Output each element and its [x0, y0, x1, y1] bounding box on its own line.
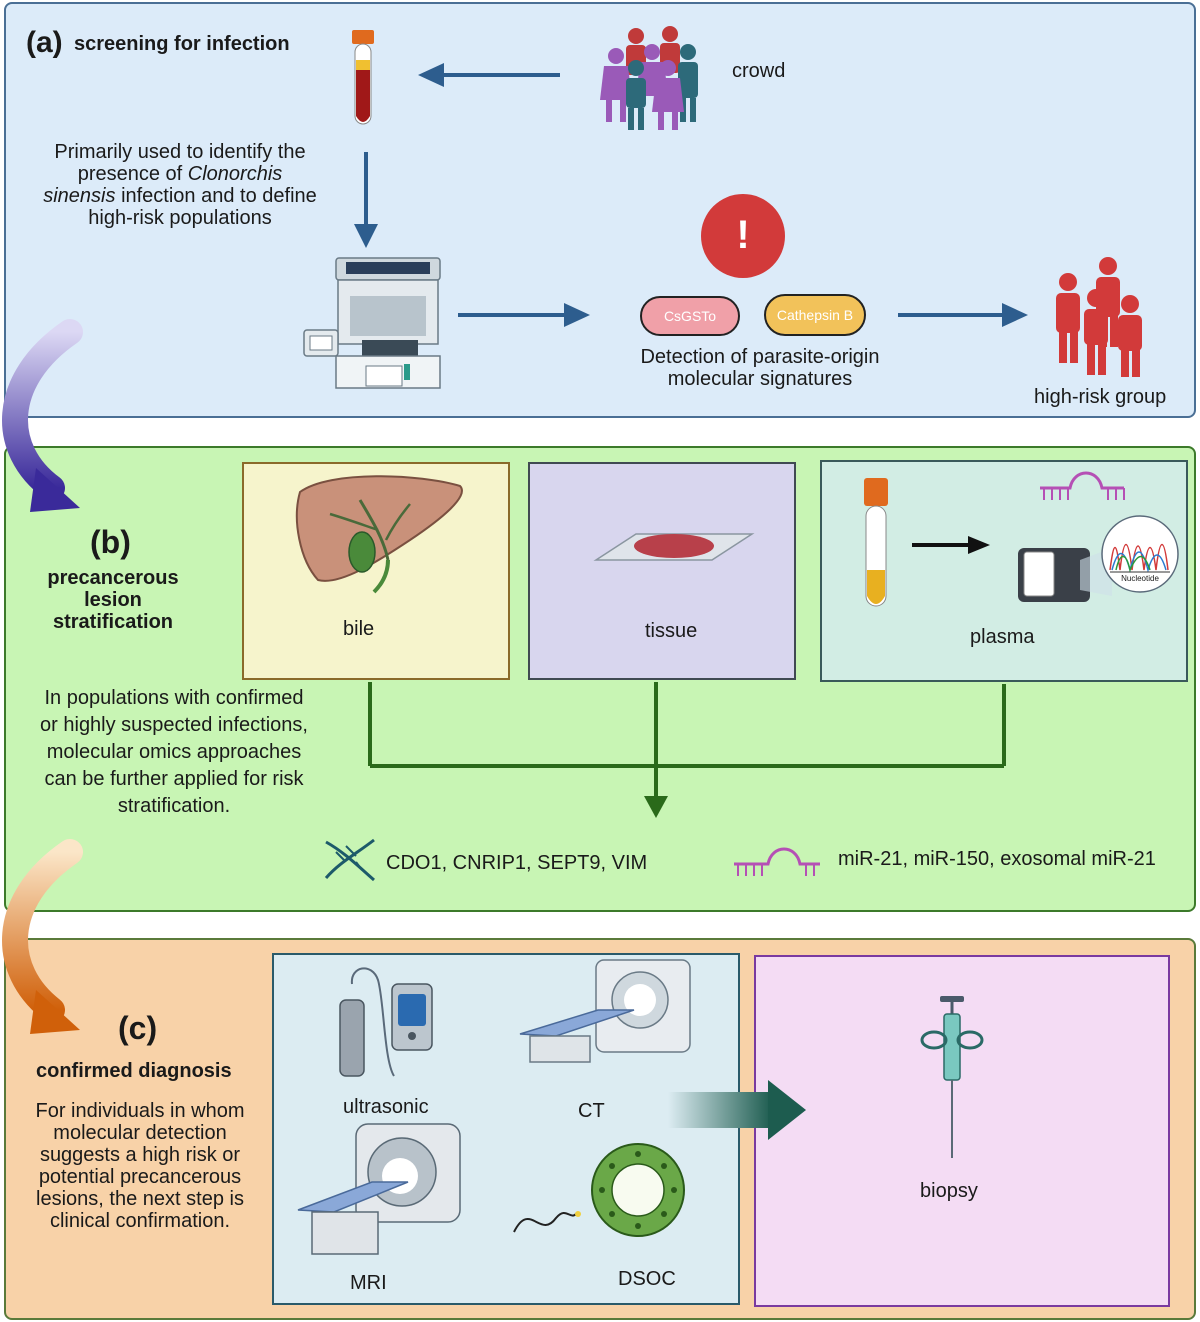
- marker-cathepsin-b: Cathepsin B: [764, 294, 866, 336]
- desc-a-line4: high-risk populations: [88, 207, 272, 229]
- biopsy-box: [754, 955, 1170, 1307]
- panel-b-description: In populations with confirmed or highly …: [14, 685, 334, 820]
- mirna-icon-plasma: [1040, 471, 1125, 500]
- bile-label: bile: [343, 618, 375, 640]
- plasma-label: plasma: [970, 626, 1035, 648]
- sequencer-chart-label: Nucleotide: [1121, 574, 1159, 583]
- dsoc-icon: [513, 1143, 685, 1237]
- panel-a-title: screening for infection: [74, 33, 290, 55]
- blood-tube-icon: [352, 30, 374, 125]
- panel-b-label: (b): [90, 524, 131, 560]
- desc-a-line2: presence of: [77, 163, 183, 185]
- ct-label: CT: [578, 1100, 605, 1122]
- arrow-markers-to-highrisk: [898, 303, 1028, 327]
- crowd-label: crowd: [732, 60, 786, 82]
- desc-b-line5: stratification.: [117, 795, 231, 817]
- analyzer-machine-icon: [303, 257, 441, 389]
- biopsy-label: biopsy: [920, 1180, 978, 1202]
- dna-markers-label: CDO1, CNRIP1, SEPT9, VIM: [386, 852, 648, 874]
- desc-c-line5: lesions, the next step is: [36, 1188, 244, 1210]
- panel-a-description: Primarily used to identify the presence …: [30, 141, 330, 229]
- detection-caption: Detection of parasite-origin molecular s…: [600, 346, 920, 390]
- merge-arrowhead: [644, 796, 668, 818]
- dna-icon: [324, 838, 375, 882]
- transition-arrow-b-to-c: [2, 839, 83, 1034]
- panel-c-title: confirmed diagnosis: [36, 1060, 232, 1082]
- panel-c-label: (c): [118, 1010, 158, 1046]
- desc-c-line4: potential precancerous: [38, 1166, 242, 1188]
- marker-csgsto: CsGSTo: [640, 296, 740, 336]
- panel-b-title: precancerous lesion stratification: [20, 567, 206, 633]
- panel-b-title-1: precancerous: [47, 567, 179, 589]
- biopsy-needle-icon: [920, 996, 984, 1158]
- desc-a-line3: infection and to define: [121, 185, 317, 207]
- transition-arrow-a-to-b: [2, 319, 83, 512]
- arrow-analyzer-to-markers: [458, 303, 590, 327]
- species-epithet: sinensis: [43, 185, 116, 207]
- sample-merge-lines: [368, 682, 1006, 800]
- desc-c-line6: clinical confirmation.: [49, 1210, 231, 1232]
- ultrasonic-label: ultrasonic: [343, 1096, 429, 1118]
- desc-c-line3: suggests a high risk or: [39, 1144, 241, 1166]
- ultrasound-icon: [339, 967, 433, 1077]
- alert-icon: [701, 194, 785, 278]
- panel-c-description: For individuals in whom molecular detect…: [14, 1100, 266, 1232]
- tissue-box: [528, 462, 796, 680]
- detection-line2: molecular signatures: [667, 368, 853, 390]
- liver-icon: [295, 475, 463, 594]
- desc-c-line1: For individuals in whom: [35, 1100, 245, 1122]
- desc-b-line4: can be further applied for risk: [44, 768, 304, 790]
- tissue-label: tissue: [645, 620, 698, 642]
- arrow-plasma-to-sequencer: [912, 536, 990, 554]
- dsoc-label: DSOC: [618, 1268, 676, 1290]
- panel-screening: [4, 2, 1196, 418]
- arrow-crowd-to-blood: [418, 63, 560, 87]
- desc-a-line1: Primarily used to identify the: [54, 141, 306, 163]
- desc-b-line3: molecular omics approaches: [46, 741, 302, 763]
- alert-symbol: !: [736, 213, 750, 257]
- tissue-slide-icon: [593, 533, 755, 561]
- mri-icon: [297, 1123, 461, 1255]
- high-risk-group-icon: [1056, 257, 1142, 377]
- panel-b-title-3: stratification: [52, 611, 174, 633]
- desc-b-line2: or highly suspected infections,: [40, 714, 308, 736]
- detection-line1: Detection of parasite-origin: [640, 346, 880, 368]
- panel-b-title-2: lesion: [84, 589, 142, 611]
- mirna-markers-label: miR-21, miR-150, exosomal miR-21: [838, 848, 1156, 870]
- arrow-imaging-to-biopsy: [668, 1080, 806, 1140]
- ct-scanner-icon: [519, 959, 691, 1063]
- high-risk-label: high-risk group: [1034, 386, 1167, 408]
- mirna-icon-markers: [734, 847, 820, 876]
- desc-b-line1: In populations with confirmed: [44, 687, 304, 709]
- arrow-blood-to-analyzer: [354, 152, 378, 248]
- species-genus: Clonorchis: [187, 163, 283, 185]
- desc-c-line2: molecular detection: [53, 1122, 227, 1144]
- plasma-tube-icon: [864, 478, 888, 607]
- mri-label: MRI: [350, 1272, 387, 1294]
- panel-a-label: (a): [26, 26, 63, 59]
- crowd-icon: [600, 26, 698, 130]
- sequencer-icon: [1018, 515, 1179, 602]
